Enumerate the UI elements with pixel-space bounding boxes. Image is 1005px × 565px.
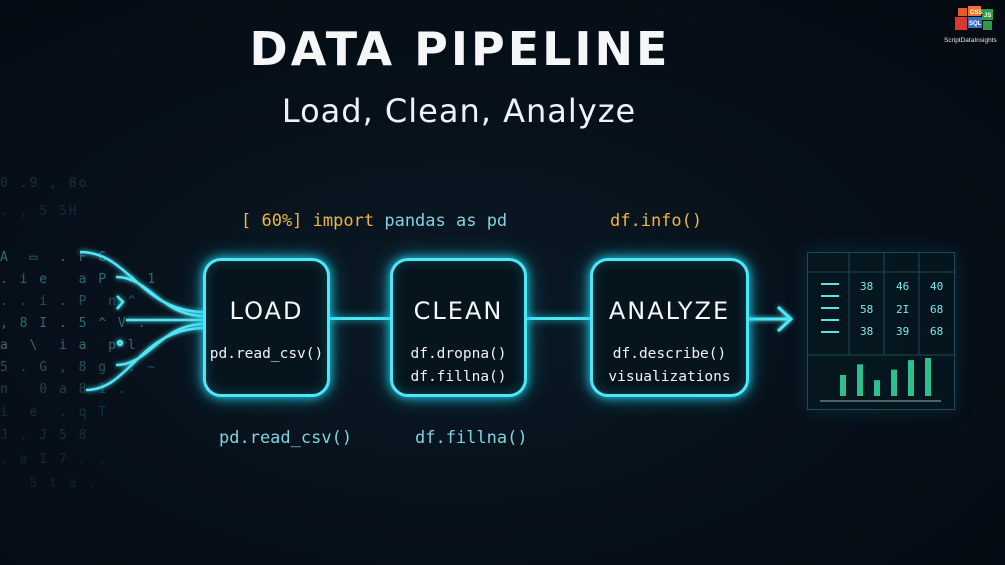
load-annotation: pd.read_csv(): [219, 428, 353, 448]
noise-row: n 0 a 8 1 .: [0, 382, 128, 397]
output-panel-graphic: [808, 253, 954, 402]
clean-annotation: df.fillna(): [415, 428, 528, 448]
stage-title: CLEAN: [413, 297, 504, 325]
flow-line: [85, 326, 206, 392]
noise-row: . . i . P n ^: [0, 294, 138, 309]
table-cell: 39: [896, 325, 910, 338]
import-module: pandas as pd: [384, 211, 508, 231]
table-cell: 38: [860, 280, 874, 293]
svg-text:SQL: SQL: [969, 21, 982, 27]
stage-clean: CLEAN df.dropna() df.fillna(): [390, 258, 527, 397]
stage-code-line: visualizations: [608, 369, 731, 385]
chart-bar: [840, 374, 846, 396]
stage-code-line: df.describe(): [612, 346, 727, 362]
stage-analyze: ANALYZE df.describe() visualizations: [590, 258, 749, 397]
flow-dot: [116, 339, 124, 347]
table-cell: 46: [896, 280, 910, 293]
page-subtitle: Load, Clean, Analyze: [281, 92, 637, 130]
noise-row: . , 5 5H: [0, 204, 79, 219]
stage-title: LOAD: [229, 297, 304, 325]
logo-icon: CSS JS SQL: [955, 6, 993, 30]
chart-bar: [908, 360, 914, 396]
table-cell: 68: [930, 325, 944, 338]
chart-bar: [925, 358, 931, 396]
chart-bar: [857, 364, 863, 396]
info-annotation: df.info(): [610, 211, 703, 231]
stage-code-line: df.fillna(): [410, 369, 507, 385]
flow-line: [79, 250, 206, 314]
import-keyword: import: [312, 211, 375, 231]
noise-row: 8 t a .: [0, 476, 99, 491]
table-cell: 2I: [896, 303, 910, 316]
progress-indicator: [ 60%]: [241, 211, 303, 231]
connector-load-clean: [326, 317, 392, 320]
output-arrow: [745, 305, 794, 333]
table-cell: 58: [860, 303, 874, 316]
chart-bar: [874, 380, 880, 396]
noise-row: 5 . G , 8 g . ~: [0, 360, 158, 375]
noise-row: , 8 I . 5 ^ V .: [0, 316, 148, 331]
svg-text:CSS: CSS: [970, 10, 982, 16]
flow-chevron: [116, 295, 125, 310]
stage-code-line: df.dropna(): [410, 346, 507, 362]
table-cell: 40: [930, 280, 944, 293]
noise-row: 0 .9 , 8o: [0, 176, 89, 191]
output-panel: 38 46 40 58 2I 68 38 39 68: [807, 252, 955, 410]
stage-title: ANALYZE: [608, 297, 731, 325]
import-annotation: [ 60%] import pandas as pd: [241, 211, 507, 231]
table-cell: 68: [930, 303, 944, 316]
stage-code-line: pd.read_csv(): [209, 346, 324, 362]
brand-name: ScriptDataInsights: [944, 37, 997, 44]
svg-text:JS: JS: [984, 13, 991, 19]
stage-load: LOAD pd.read_csv(): [203, 258, 330, 397]
brand-logo: CSS JS SQL: [948, 4, 1004, 46]
noise-row: . a I 7 . .: [0, 452, 109, 467]
noise-row: J . J 5 8: [0, 428, 89, 443]
page-title: DATA PIPELINE: [249, 22, 671, 76]
chart-bar: [891, 369, 897, 396]
table-cell: 38: [860, 325, 874, 338]
flow-line: [115, 275, 206, 318]
connector-clean-analyze: [524, 317, 592, 320]
noise-row: i e . q T: [0, 405, 109, 420]
